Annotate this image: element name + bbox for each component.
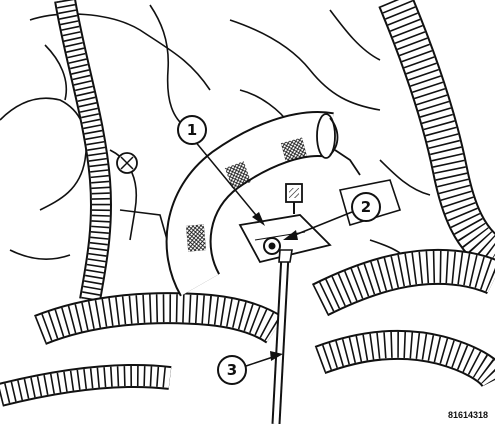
wiring-harness-left xyxy=(54,0,112,302)
callout-1: 1 xyxy=(177,115,265,226)
bracket-bolt xyxy=(263,237,281,255)
callout-2: 2 xyxy=(283,192,381,240)
callout-3: 3 xyxy=(217,351,283,385)
wiring-harness-bottom-left xyxy=(34,292,284,345)
hose-clamp xyxy=(316,113,361,176)
sensor-connector xyxy=(285,183,303,214)
intake-hose xyxy=(165,111,334,297)
wiring-harness-bottom-lower xyxy=(0,364,172,407)
wiring-harness-right-bottom xyxy=(314,329,495,389)
callout-1-label: 1 xyxy=(187,121,197,139)
bolt-icon xyxy=(116,152,138,174)
callout-2-label: 2 xyxy=(361,198,371,216)
dipstick-tube xyxy=(271,249,293,424)
wiring-harness-right-lower xyxy=(311,248,495,317)
figure-number: 81614318 xyxy=(448,410,488,420)
wiring-harness-right-upper xyxy=(378,0,495,271)
callout-3-label: 3 xyxy=(227,361,237,379)
